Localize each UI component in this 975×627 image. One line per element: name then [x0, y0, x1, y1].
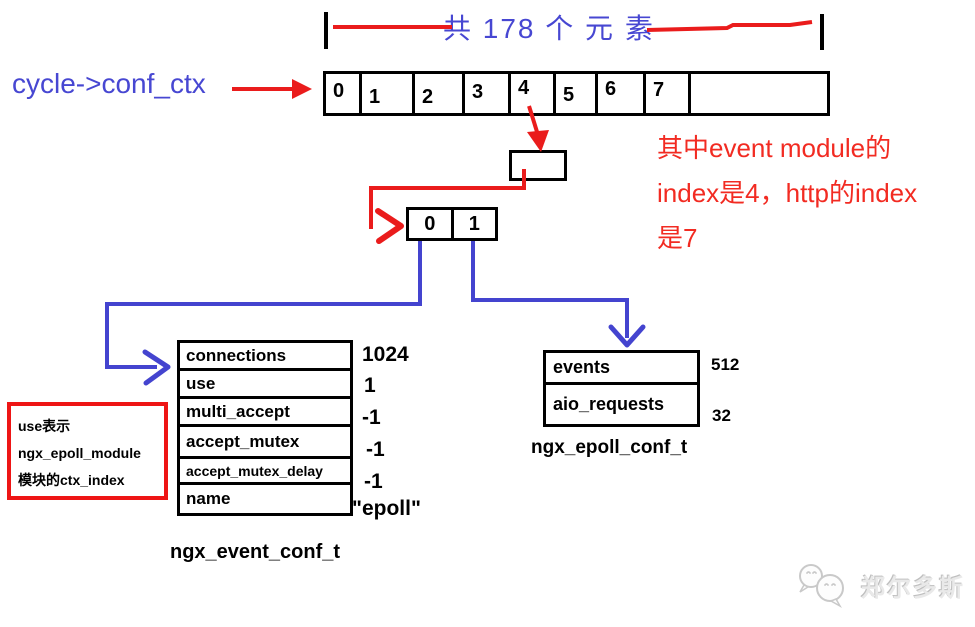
- ngx-epoll-conf-table: events aio_requests: [543, 350, 700, 427]
- watermark-text: 郑尔多斯: [861, 574, 965, 602]
- wechat-icon: [799, 564, 844, 608]
- array-cell-1: 1: [362, 74, 415, 113]
- blue-arrowhead-left: [142, 349, 171, 386]
- index-note-line2: index是4，http的index: [657, 178, 918, 208]
- index-note: 其中event module的 index是4，http的index 是7: [657, 126, 973, 261]
- value-aio-requests: 32: [712, 406, 731, 425]
- value-events: 512: [711, 355, 740, 374]
- use-note-line1: use表示: [18, 418, 71, 434]
- index-cell-0: 0: [424, 212, 436, 235]
- table-row: accept_mutex: [180, 427, 350, 459]
- table-row: name: [186, 489, 231, 508]
- array-cell-2: 2: [415, 74, 465, 113]
- index-note-line1: 其中event module的: [657, 133, 892, 163]
- red-cell4-arrowhead: [527, 130, 549, 152]
- ngx-event-conf-title: ngx_event_conf_t: [170, 541, 341, 563]
- red-bracket-line-right: [646, 20, 813, 32]
- value-connections: 1024: [362, 343, 409, 366]
- use-explanation-box: use表示 ngx_epoll_module 模块的ctx_index: [7, 402, 168, 500]
- value-accept-mutex-delay: -1: [364, 470, 383, 493]
- table-row: aio_requests: [553, 394, 665, 414]
- table-row: accept_mutex_delay: [180, 459, 350, 485]
- red-index-box-arrowhead: [375, 208, 404, 244]
- array-cell-5: 5: [556, 74, 598, 113]
- table-row: use: [180, 371, 350, 399]
- cycle-conf-ctx-label: cycle->conf_ctx: [12, 68, 206, 99]
- index-note-line3: 是7: [657, 223, 698, 253]
- array-cell-7: 7: [646, 74, 691, 113]
- array-cell-empty: [691, 74, 827, 113]
- conf-ctx-array: 0 1 2 3 4 5 6 7: [323, 71, 830, 116]
- array-cell-0: 0: [326, 74, 362, 113]
- table-row: connections: [180, 343, 350, 371]
- use-note-line3: 模块的ctx_index: [18, 472, 125, 488]
- red-pointer-arrowhead: [292, 79, 312, 99]
- table-row: events: [546, 353, 697, 385]
- array-cell-4: 4: [511, 74, 556, 113]
- blue-arrowhead-right: [608, 324, 646, 348]
- index-cell-1: 1: [450, 210, 496, 238]
- value-use: 1: [364, 374, 376, 397]
- array-cell-6: 6: [598, 74, 646, 113]
- array-cell-3: 3: [465, 74, 511, 113]
- ngx-event-conf-table: connections use multi_accept accept_mute…: [177, 340, 353, 516]
- intermediate-box: [509, 150, 567, 181]
- watermark: 郑尔多斯: [795, 562, 965, 608]
- use-note-line2: ngx_epoll_module: [18, 445, 141, 461]
- value-accept-mutex: -1: [366, 438, 385, 461]
- table-row: multi_accept: [180, 399, 350, 427]
- ngx-epoll-conf-title: ngx_epoll_conf_t: [531, 437, 688, 458]
- value-name: "epoll": [352, 497, 421, 520]
- blue-connector-right: [471, 241, 629, 338]
- bracket-title: 共 178 个 元 素: [443, 13, 655, 44]
- value-multi-accept: -1: [362, 406, 381, 429]
- ctx-index-box: 0 1: [406, 207, 498, 241]
